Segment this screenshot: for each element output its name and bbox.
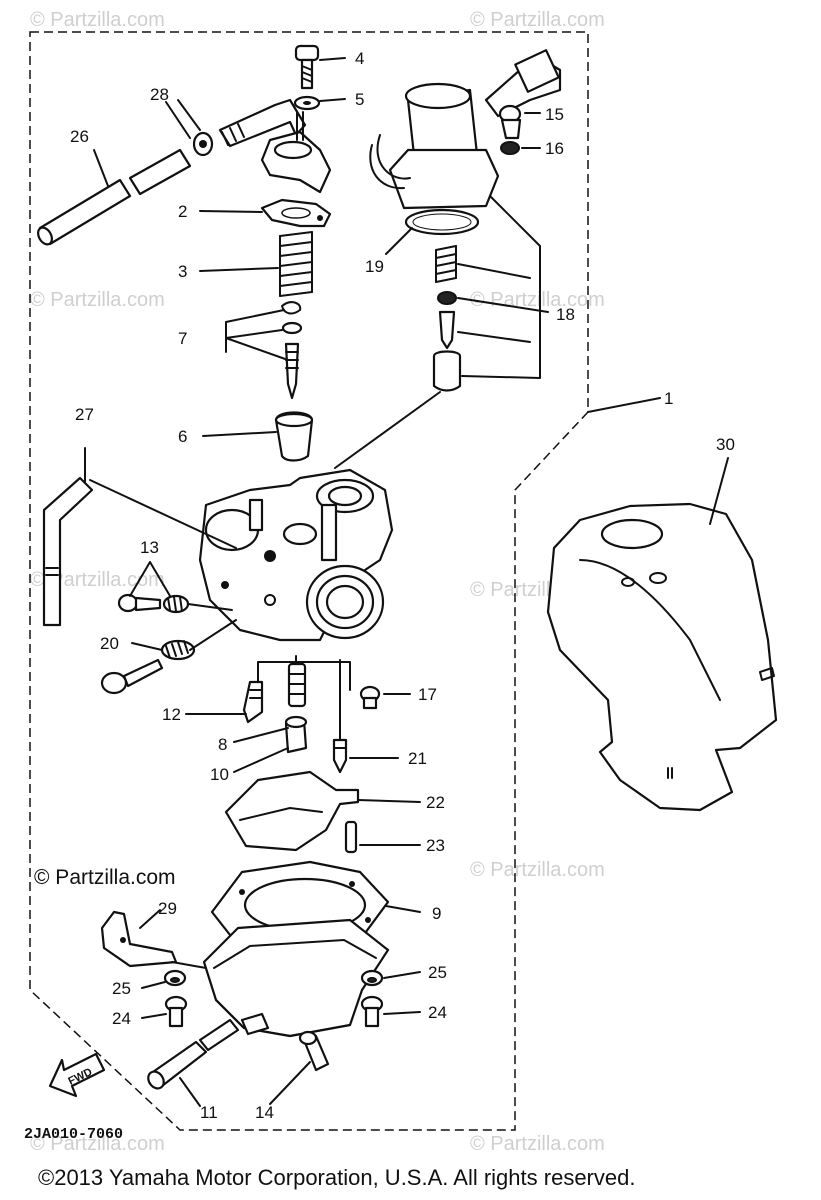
- watermarks: © Partzilla.com © Partzilla.com © Partzi…: [30, 9, 605, 1155]
- watermark: © Partzilla.com: [30, 9, 165, 31]
- label-part-26: 26: [70, 127, 89, 146]
- label-part-29: 29: [158, 899, 177, 918]
- label-part-18: 18: [556, 305, 575, 324]
- part-11-drain-tube: [147, 1018, 240, 1090]
- label-part-2: 2: [178, 202, 187, 221]
- part-22-float: [224, 770, 360, 852]
- part-2-gasket: [260, 198, 332, 228]
- label-part-22: 22: [426, 793, 445, 812]
- part-13-screw-spring: [117, 593, 190, 614]
- watermark: © Partzilla.com: [470, 9, 605, 31]
- float-bowl: [202, 918, 390, 1038]
- part-7-needle-assembly: [281, 301, 303, 400]
- label-part-4: 4: [355, 49, 364, 68]
- label-part-5: 5: [355, 90, 364, 109]
- label-part-30: 30: [716, 435, 735, 454]
- label-part-12: 12: [162, 705, 181, 724]
- part-4-screw: [294, 44, 320, 90]
- part-15-screw: [498, 104, 522, 140]
- part-19-oring: [404, 208, 480, 236]
- part-17-screw: [359, 685, 381, 710]
- label-part-24a: 24: [112, 1009, 131, 1028]
- part-18-plunger-set: [432, 245, 462, 392]
- part-29-bracket: [100, 910, 178, 968]
- diagram-code: 2JA010-7060: [24, 1126, 123, 1143]
- starter-solenoid: [369, 49, 562, 210]
- label-part-28: 28: [150, 85, 169, 104]
- label-part-16: 16: [545, 139, 564, 158]
- assembly-boundary: [29, 31, 589, 1131]
- part-12-jet: [242, 680, 264, 724]
- part-23-pin: [344, 820, 358, 854]
- label-part-10: 10: [210, 765, 229, 784]
- label-part-6: 6: [178, 427, 187, 446]
- label-part-27: 27: [75, 405, 94, 424]
- watermark: © Partzilla.com: [470, 859, 605, 881]
- label-part-9: 9: [432, 904, 441, 923]
- part-27-hose: [42, 476, 94, 627]
- part-24a-screw: [164, 995, 188, 1028]
- part-26-tube: [37, 178, 132, 246]
- label-part-13: 13: [140, 538, 159, 557]
- part-labels: 4 5 28 26 2 3 7 6 15 16 19 18 1 27 30 13…: [70, 49, 735, 1122]
- label-part-7: 7: [178, 329, 187, 348]
- part-14-drain-screw: [298, 1030, 330, 1072]
- label-part-17: 17: [418, 685, 437, 704]
- part-21-pilot-jet: [332, 738, 348, 774]
- label-part-21: 21: [408, 749, 427, 768]
- label-part-14: 14: [255, 1103, 274, 1122]
- watermark: © Partzilla.com: [30, 1133, 165, 1155]
- carb-top-cover: [260, 111, 332, 194]
- copyright-footer: ©2013 Yamaha Motor Corporation, U.S.A. A…: [38, 1165, 635, 1190]
- part-16-washer: [500, 141, 520, 155]
- part-3-spring: [279, 231, 313, 297]
- part-5-washer: [293, 95, 321, 111]
- part-20-screw-spring: [100, 639, 196, 695]
- part-8-needle-jet: [287, 662, 307, 708]
- label-part-20: 20: [100, 634, 119, 653]
- label-part-24b: 24: [428, 1003, 447, 1022]
- part-10-main-jet: [284, 715, 308, 754]
- label-part-1: 1: [664, 389, 673, 408]
- watermark: © Partzilla.com: [30, 289, 165, 311]
- watermark: © Partzilla.com: [30, 569, 165, 591]
- label-part-25b: 25: [428, 963, 447, 982]
- partzilla-mark: © Partzilla.com: [34, 866, 176, 889]
- part-30-cover: [546, 502, 778, 812]
- label-part-15: 15: [545, 105, 564, 124]
- part-25b-washer: [360, 969, 384, 987]
- label-part-11: 11: [200, 1103, 218, 1122]
- part-28-connectors: [128, 98, 307, 196]
- label-part-3: 3: [178, 262, 187, 281]
- fwd-direction-arrow: FWD: [48, 1052, 106, 1098]
- part-6-throttle-valve: [274, 411, 314, 462]
- part-24b-screw: [360, 995, 384, 1028]
- label-part-8: 8: [218, 735, 227, 754]
- label-part-25a: 25: [112, 979, 131, 998]
- watermark: © Partzilla.com: [470, 1133, 605, 1155]
- label-part-19: 19: [365, 257, 384, 276]
- watermark: © Partzilla.com: [470, 289, 605, 311]
- carburetor-body: [198, 468, 394, 642]
- leader-lines: [84, 57, 729, 1107]
- part-25a-washer: [163, 969, 187, 987]
- label-part-23: 23: [426, 836, 445, 855]
